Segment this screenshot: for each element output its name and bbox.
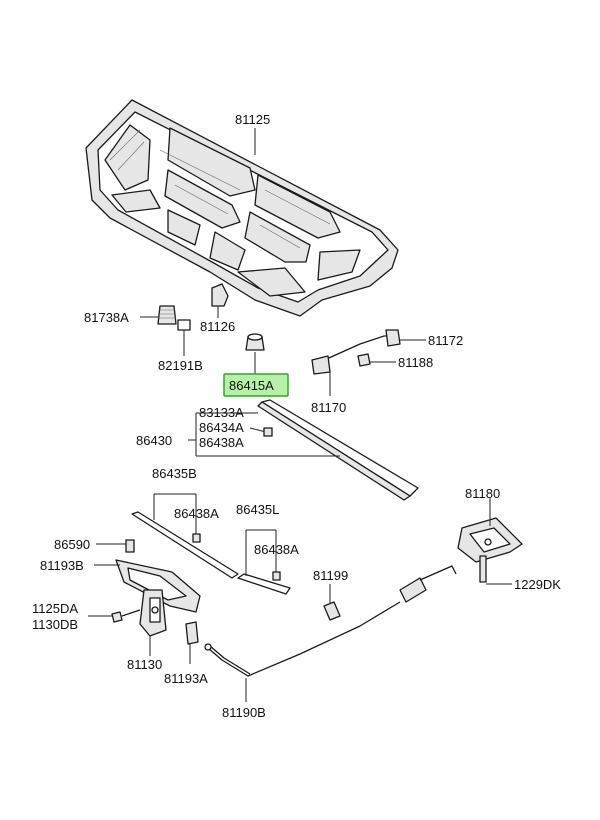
release-lever-81130[interactable] xyxy=(115,559,201,637)
label-86438A-1: 86438A xyxy=(199,435,244,450)
label-81199: 81199 xyxy=(313,568,348,583)
hood-weatherstrip-86430[interactable] xyxy=(257,399,419,501)
label-86430: 86430 xyxy=(136,433,172,448)
label-81193A: 81193A xyxy=(164,671,208,686)
bolt-1125da[interactable] xyxy=(111,609,141,623)
highlight-86415a[interactable]: 86415A xyxy=(223,373,289,397)
label-1130DB: 1130DB xyxy=(32,617,78,632)
hood-bumper-81738a[interactable] xyxy=(157,305,177,325)
label-81190B: 81190B xyxy=(222,705,266,720)
label-81125: 81125 xyxy=(235,112,270,127)
label-86435B: 86435B xyxy=(152,466,197,481)
label-86415A: 86415A xyxy=(229,378,274,393)
label-81193B: 81193B xyxy=(40,558,84,573)
hood-wire-81170[interactable] xyxy=(311,329,401,375)
bracket-81193a[interactable] xyxy=(185,621,199,645)
label-86438A-3: 86438A xyxy=(254,542,299,557)
label-81738A: 81738A xyxy=(84,310,129,325)
label-86435L: 86435L xyxy=(236,502,279,517)
strip-86435l[interactable] xyxy=(237,573,291,595)
screw-86590[interactable] xyxy=(125,539,135,553)
label-81130: 81130 xyxy=(127,657,162,672)
clip-86434a[interactable] xyxy=(263,427,273,437)
label-86438A-2: 86438A xyxy=(174,506,219,521)
label-86434A: 86434A xyxy=(199,420,244,435)
clip-86438a-2[interactable] xyxy=(192,533,201,543)
release-cable-81190b[interactable] xyxy=(204,565,457,677)
hood-latch-81180[interactable] xyxy=(457,517,523,583)
strip-86435b[interactable] xyxy=(131,511,239,579)
cable-clip-81199[interactable] xyxy=(323,601,341,621)
label-86590: 86590 xyxy=(54,537,90,552)
hood-insulator-pad[interactable] xyxy=(85,99,399,317)
label-83133A: 83133A xyxy=(199,405,244,420)
clip-86438a-3[interactable] xyxy=(272,571,281,581)
label-81172: 81172 xyxy=(428,333,463,348)
label-1125DA: 1125DA xyxy=(32,601,78,616)
label-81180: 81180 xyxy=(465,486,500,501)
label-1229DK: 1229DK xyxy=(514,577,561,592)
clip-81126[interactable] xyxy=(211,283,229,307)
label-81170: 81170 xyxy=(311,400,346,415)
label-81126: 81126 xyxy=(200,319,235,334)
grommet-82191b[interactable] xyxy=(177,319,191,331)
plug-86415a[interactable] xyxy=(245,333,265,351)
label-81188: 81188 xyxy=(398,355,433,370)
label-82191B: 82191B xyxy=(158,358,203,373)
leader-86434A xyxy=(249,427,267,433)
